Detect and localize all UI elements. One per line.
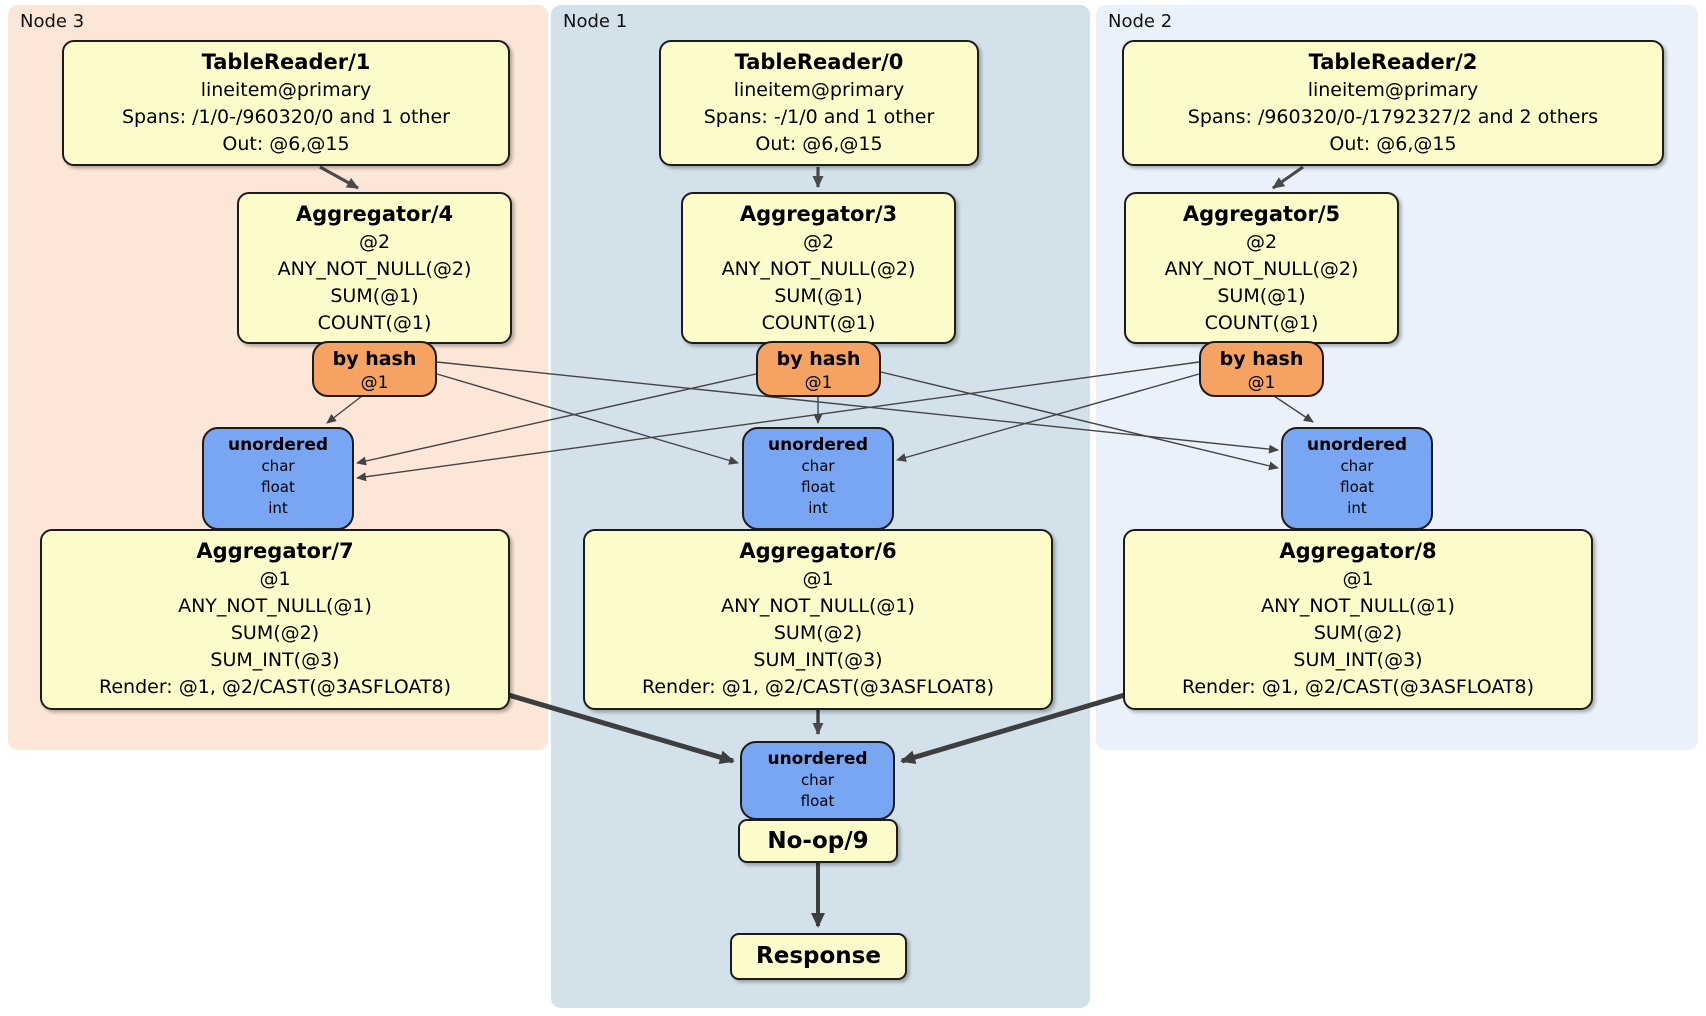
processor-line: Spans: -/1/0 and 1 other bbox=[703, 106, 935, 128]
processor-title: TableReader/1 bbox=[201, 50, 371, 74]
processor-line: @1 bbox=[802, 568, 834, 590]
processor-line: Out: @6,@15 bbox=[222, 133, 350, 155]
processor-line: SUM_INT(@3) bbox=[1293, 649, 1423, 671]
processor-title: Aggregator/6 bbox=[739, 539, 897, 563]
processor-line: COUNT(@1) bbox=[1204, 312, 1319, 334]
processor-title: Aggregator/8 bbox=[1279, 539, 1437, 563]
sync-item: float bbox=[261, 478, 295, 496]
processor-line: ANY_NOT_NULL(@1) bbox=[178, 595, 372, 617]
node3-label: Node 3 bbox=[20, 11, 85, 32]
router-detail: @1 bbox=[360, 373, 389, 393]
processor-title: Response bbox=[756, 943, 881, 969]
processor-noop-9: No-op/9 bbox=[738, 819, 898, 863]
processor-line: COUNT(@1) bbox=[761, 312, 876, 334]
processor-line: Out: @6,@15 bbox=[755, 133, 883, 155]
processor-line: ANY_NOT_NULL(@2) bbox=[721, 258, 916, 280]
sync-item: float bbox=[1340, 478, 1374, 496]
processor-tablereader-1: TableReader/1 lineitem@primary Spans: /1… bbox=[62, 40, 510, 166]
processor-title: Aggregator/4 bbox=[295, 202, 454, 226]
processor-line: SUM(@2) bbox=[773, 622, 863, 644]
sync-title: unordered bbox=[767, 749, 868, 769]
sync-item: char bbox=[261, 457, 295, 475]
router-detail: @1 bbox=[804, 373, 833, 393]
router-title: by hash bbox=[776, 348, 861, 370]
processor-title: Aggregator/3 bbox=[739, 202, 898, 226]
processor-aggregator-6: Aggregator/6 @1 ANY_NOT_NULL(@1) SUM(@2)… bbox=[583, 529, 1053, 710]
processor-line: Render: @1, @2/CAST(@3ASFLOAT8) bbox=[1182, 676, 1534, 698]
sync-item: char bbox=[1340, 457, 1374, 475]
processor-line: SUM_INT(@3) bbox=[210, 649, 340, 671]
processor-line: SUM(@1) bbox=[1217, 285, 1306, 307]
router-by-hash-node2: by hash @1 bbox=[1199, 341, 1324, 397]
sync-title: unordered bbox=[227, 435, 329, 455]
sync-item: float bbox=[800, 792, 835, 810]
processor-line: SUM(@1) bbox=[774, 285, 863, 307]
processor-line: @2 bbox=[1245, 231, 1278, 253]
processor-line: ANY_NOT_NULL(@1) bbox=[1261, 595, 1455, 617]
processor-line: lineitem@primary bbox=[200, 79, 372, 101]
processor-aggregator-8: Aggregator/8 @1 ANY_NOT_NULL(@1) SUM(@2)… bbox=[1123, 529, 1593, 710]
processor-line: @2 bbox=[358, 231, 391, 253]
processor-line: SUM(@2) bbox=[230, 622, 320, 644]
processor-line: Spans: /1/0-/960320/0 and 1 other bbox=[122, 106, 450, 128]
processor-tablereader-0: TableReader/0 lineitem@primary Spans: -/… bbox=[659, 40, 979, 166]
processor-tablereader-2: TableReader/2 lineitem@primary Spans: /9… bbox=[1122, 40, 1664, 166]
processor-title: No-op/9 bbox=[767, 828, 869, 854]
processor-line: Render: @1, @2/CAST(@3ASFLOAT8) bbox=[99, 676, 451, 698]
processor-line: ANY_NOT_NULL(@1) bbox=[721, 595, 915, 617]
processor-line: Spans: /960320/0-/1792327/2 and 2 others bbox=[1187, 106, 1599, 128]
processor-line: lineitem@primary bbox=[1307, 79, 1479, 101]
processor-line: Render: @1, @2/CAST(@3ASFLOAT8) bbox=[642, 676, 994, 698]
processor-line: @2 bbox=[802, 231, 835, 253]
sync-title: unordered bbox=[767, 435, 869, 455]
processor-response: Response bbox=[730, 933, 907, 980]
router-title: by hash bbox=[1219, 348, 1304, 370]
processor-line: SUM(@1) bbox=[330, 285, 419, 307]
router-title: by hash bbox=[332, 348, 417, 370]
processor-aggregator-7: Aggregator/7 @1 ANY_NOT_NULL(@1) SUM(@2)… bbox=[40, 529, 510, 710]
processor-aggregator-4: Aggregator/4 @2 ANY_NOT_NULL(@2) SUM(@1)… bbox=[237, 192, 512, 344]
processor-title: Aggregator/5 bbox=[1182, 202, 1341, 226]
processor-line: @1 bbox=[259, 568, 291, 590]
processor-line: ANY_NOT_NULL(@2) bbox=[1164, 258, 1359, 280]
processor-line: lineitem@primary bbox=[733, 79, 905, 101]
processor-line: @1 bbox=[1342, 568, 1374, 590]
sync-unordered-node1: unordered char float int bbox=[742, 427, 894, 530]
sync-title: unordered bbox=[1306, 435, 1408, 455]
node1-label: Node 1 bbox=[563, 11, 628, 32]
processor-title: TableReader/2 bbox=[1308, 50, 1478, 74]
sync-unordered-node3: unordered char float int bbox=[202, 427, 354, 530]
processor-line: SUM(@2) bbox=[1313, 622, 1403, 644]
sync-item: int bbox=[1347, 499, 1367, 517]
processor-line: SUM_INT(@3) bbox=[753, 649, 883, 671]
sync-item: int bbox=[268, 499, 288, 517]
router-detail: @1 bbox=[1247, 373, 1276, 393]
processor-aggregator-5: Aggregator/5 @2 ANY_NOT_NULL(@2) SUM(@1)… bbox=[1124, 192, 1399, 344]
processor-title: Aggregator/7 bbox=[196, 539, 354, 563]
sync-unordered-final: unordered char float bbox=[740, 741, 895, 820]
processor-aggregator-3: Aggregator/3 @2 ANY_NOT_NULL(@2) SUM(@1)… bbox=[681, 192, 956, 344]
sync-item: char bbox=[800, 771, 835, 789]
sync-item: float bbox=[801, 478, 835, 496]
processor-line: ANY_NOT_NULL(@2) bbox=[277, 258, 472, 280]
router-by-hash-node1: by hash @1 bbox=[756, 341, 881, 397]
router-by-hash-node3: by hash @1 bbox=[312, 341, 437, 397]
node2-label: Node 2 bbox=[1108, 11, 1173, 32]
sync-item: int bbox=[808, 499, 828, 517]
processor-line: COUNT(@1) bbox=[317, 312, 432, 334]
sync-unordered-node2: unordered char float int bbox=[1281, 427, 1433, 530]
processor-title: TableReader/0 bbox=[734, 50, 904, 74]
sync-item: char bbox=[801, 457, 835, 475]
processor-line: Out: @6,@15 bbox=[1329, 133, 1457, 155]
